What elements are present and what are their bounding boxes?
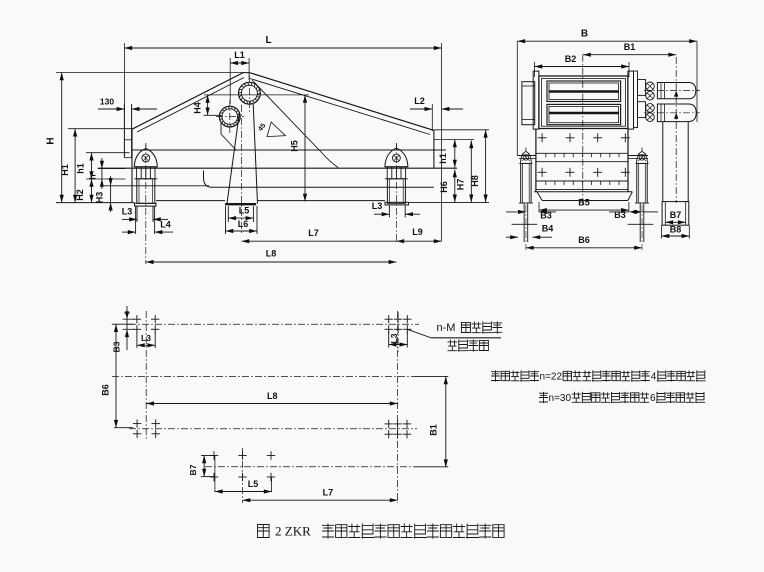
svg-text:L5: L5 — [248, 479, 259, 489]
svg-text:L3: L3 — [389, 333, 399, 343]
svg-text:L3: L3 — [372, 201, 383, 211]
svg-text:L8: L8 — [266, 249, 277, 259]
svg-text:B8: B8 — [670, 225, 682, 235]
svg-text:H: H — [46, 137, 57, 144]
svg-text:B6: B6 — [578, 235, 590, 245]
svg-text:L3: L3 — [141, 333, 151, 343]
svg-text:H1: H1 — [60, 164, 70, 176]
svg-text:4: 4 — [651, 372, 657, 383]
svg-text:L4: L4 — [160, 220, 171, 230]
svg-text:H8: H8 — [470, 175, 480, 187]
svg-text:B7: B7 — [670, 210, 682, 220]
svg-text:H2: H2 — [75, 189, 85, 201]
svg-text:h1: h1 — [76, 163, 86, 174]
svg-text:L2: L2 — [414, 96, 425, 106]
svg-text:L: L — [265, 35, 271, 46]
svg-text:n-M: n-M — [437, 322, 456, 334]
svg-text:L9: L9 — [412, 227, 423, 237]
svg-text:B6: B6 — [101, 384, 111, 396]
svg-text:L8: L8 — [267, 391, 278, 401]
svg-text:B3: B3 — [112, 341, 122, 352]
svg-text:H4: H4 — [193, 102, 203, 114]
svg-text:h: h — [88, 174, 98, 180]
svg-text:h1: h1 — [438, 153, 448, 164]
svg-text:B3: B3 — [540, 211, 552, 221]
svg-text:6: 6 — [650, 393, 656, 404]
svg-text:130: 130 — [100, 97, 114, 107]
svg-text:B2: B2 — [565, 54, 577, 64]
svg-text:B: B — [581, 29, 588, 40]
svg-text:B1: B1 — [624, 42, 636, 52]
svg-text:B1: B1 — [429, 424, 439, 436]
svg-text:2 ZKR: 2 ZKR — [275, 524, 311, 539]
svg-text:H6: H6 — [439, 181, 449, 193]
svg-text:L7: L7 — [308, 228, 319, 238]
svg-text:B3: B3 — [614, 210, 626, 220]
svg-text:L6: L6 — [238, 219, 249, 229]
svg-text:L5: L5 — [239, 206, 250, 216]
svg-text:H7: H7 — [456, 179, 466, 191]
svg-text:L1: L1 — [234, 50, 245, 60]
svg-text:B7: B7 — [188, 464, 198, 475]
svg-text:n=30: n=30 — [549, 393, 572, 404]
svg-text:B5: B5 — [578, 198, 590, 208]
svg-text:B4: B4 — [542, 224, 554, 234]
svg-text:H3: H3 — [95, 192, 105, 204]
svg-text:L3: L3 — [122, 207, 133, 217]
svg-text:L7: L7 — [323, 488, 334, 498]
svg-text:n=22: n=22 — [540, 372, 563, 383]
svg-text:H5: H5 — [290, 140, 300, 152]
